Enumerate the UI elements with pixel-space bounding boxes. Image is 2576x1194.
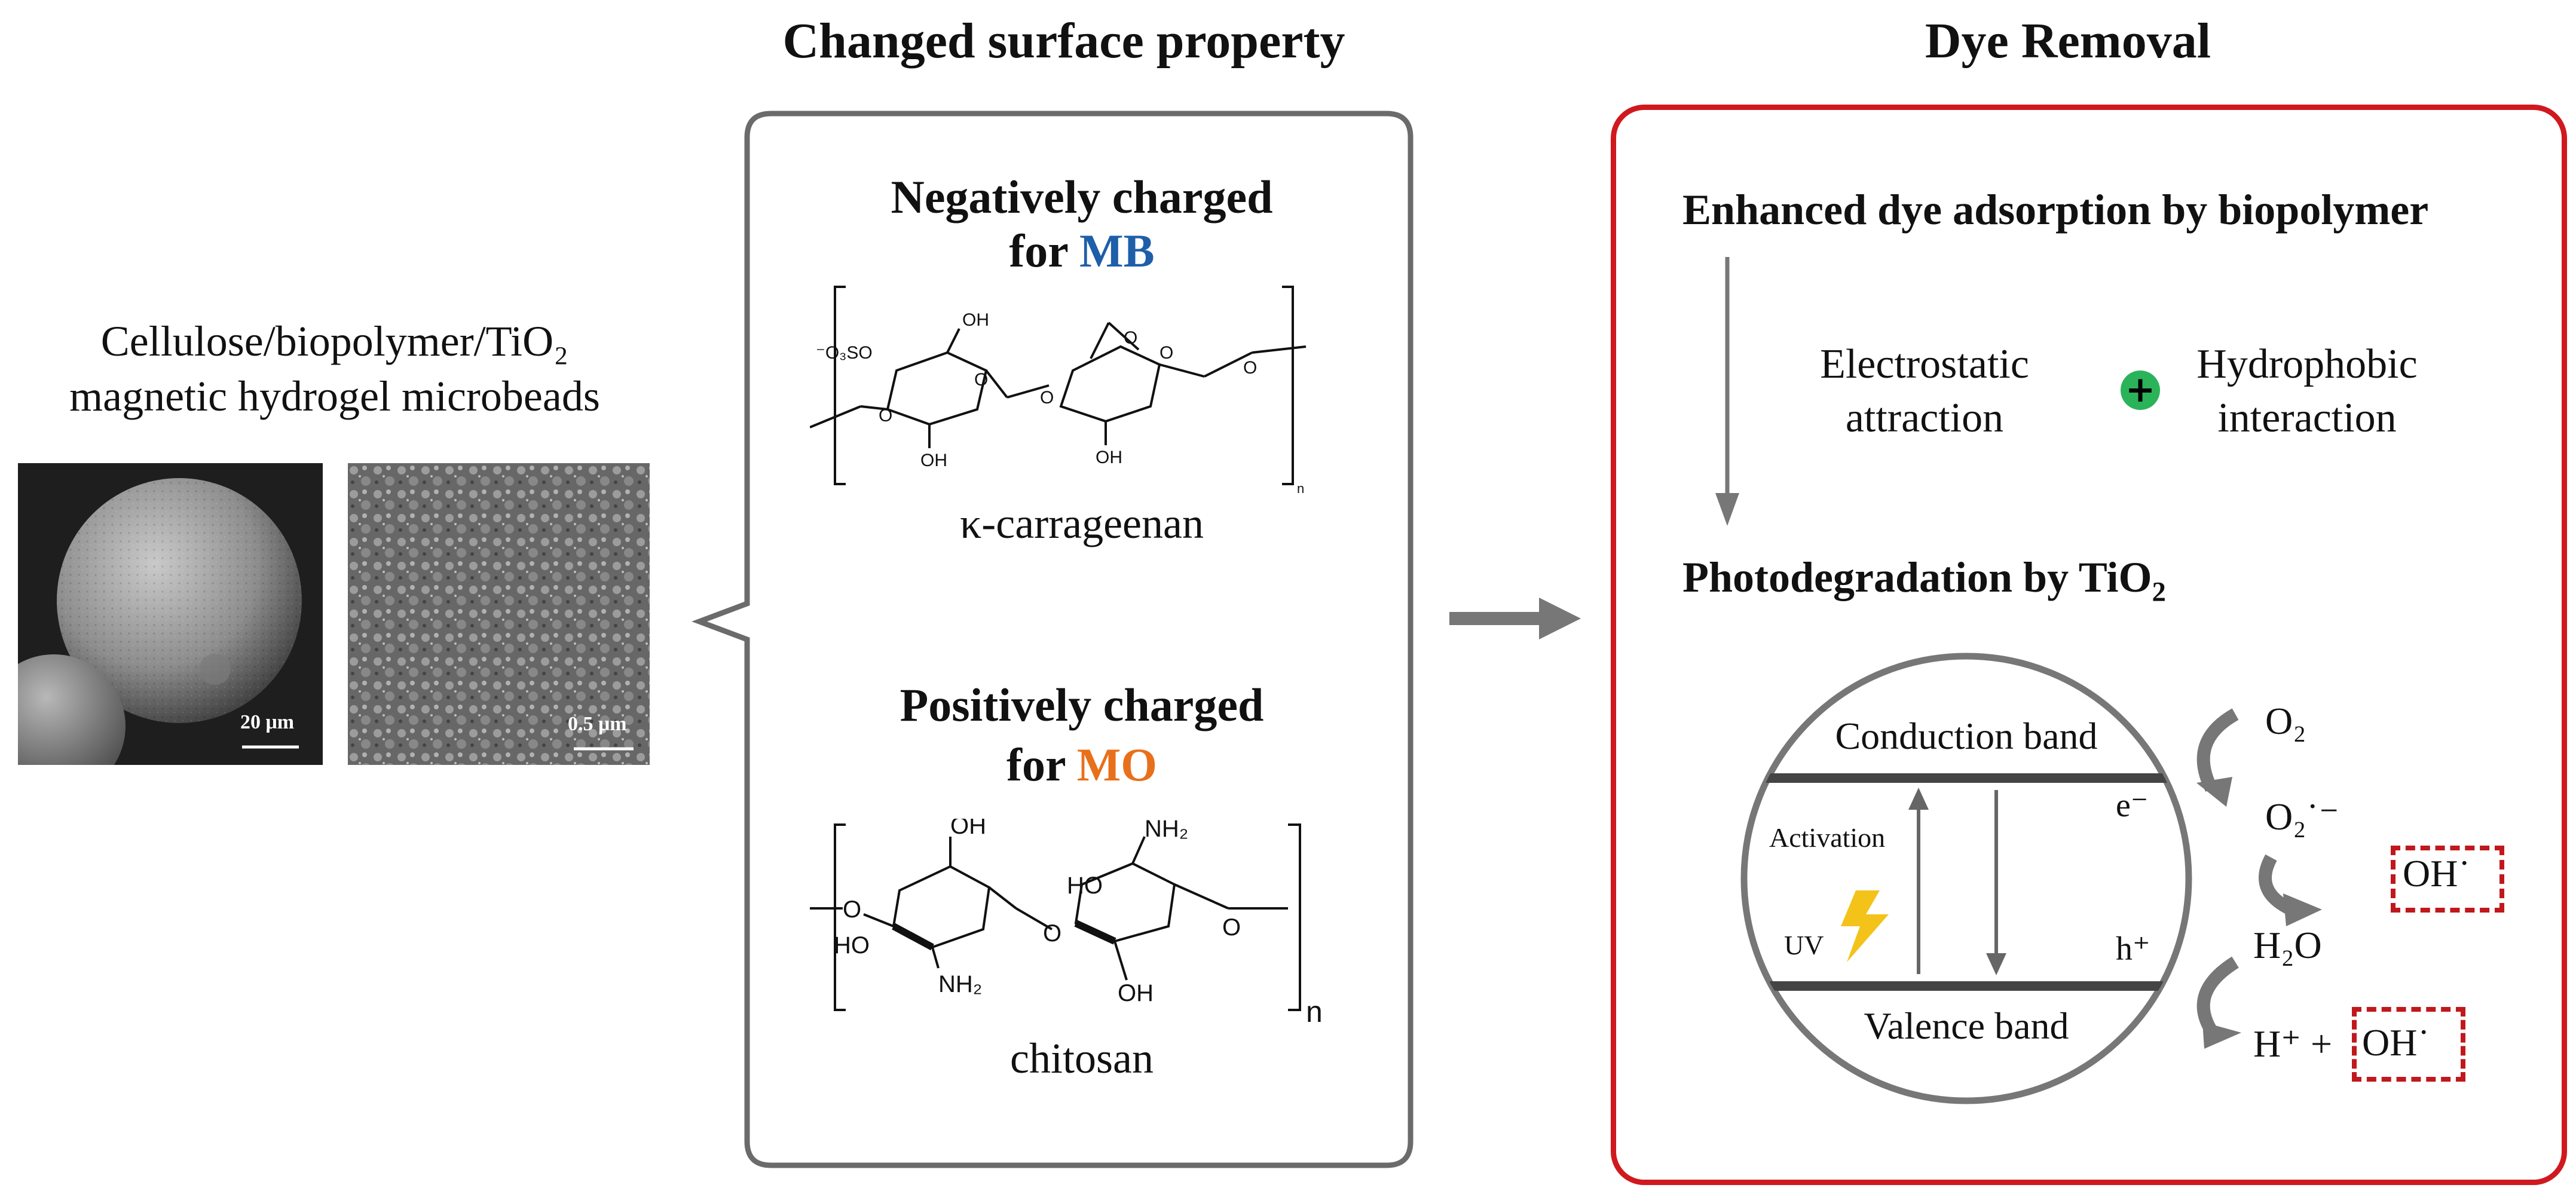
activation-label: Activation <box>1769 822 1886 853</box>
chit-atom-4: NH₂ <box>938 971 982 997</box>
carr-repeat-n: n <box>1297 481 1304 496</box>
chit-atom-6: HO <box>1067 872 1103 899</box>
chitosan-label: chitosan <box>1010 1034 1154 1082</box>
negative-charge-line1: Negatively charged <box>891 171 1273 223</box>
oh-radical-label-1: OH˙ <box>2403 852 2471 895</box>
uv-label: UV <box>1784 930 1824 960</box>
hole-label: h⁺ <box>2116 930 2150 968</box>
carr-atom-8: OH <box>920 451 947 470</box>
positive-charge-line2: for MO <box>1006 739 1157 791</box>
electrostatic-line1: Electrostatic <box>1820 341 2029 387</box>
scale-label-1: 20 μm <box>240 711 295 733</box>
carrageenan-structure: ⁻O₃SO OH O O O O O OH OH O n <box>810 286 1307 496</box>
superoxide-label: O₂˙⁻ <box>2265 795 2339 838</box>
chit-atom-7: NH₂ <box>1145 819 1188 842</box>
chit-atom-2: O <box>843 896 861 923</box>
mb-label: MB <box>1079 225 1155 277</box>
water-label: H₂O <box>2253 924 2322 966</box>
chit-atom-8: O <box>1222 914 1241 941</box>
chit-atom-1: OH <box>950 819 986 839</box>
band-diagram <box>1740 653 2192 1104</box>
carr-atom-10: O <box>1243 358 1257 378</box>
oh-radical-label-2: OH˙ <box>2362 1021 2430 1064</box>
negative-charge-line2: for MB <box>1009 225 1155 277</box>
changed-surface-title: Changed surface property <box>782 13 1345 69</box>
chit-repeat-n: n <box>1306 995 1323 1028</box>
plus-icon: + <box>2121 371 2160 410</box>
carr-atom-3: O <box>879 406 892 425</box>
electrostatic-line2: attraction <box>1845 395 2004 441</box>
oh-radical-box-2 <box>2352 1007 2465 1082</box>
carr-atom-9: OH <box>1096 448 1122 467</box>
carr-atom-1: ⁻O₃SO <box>816 343 873 363</box>
callout-box <box>692 111 1414 1168</box>
oh-radical-box-1 <box>2391 846 2504 913</box>
dye-removal-title: Dye Removal <box>1925 13 2211 69</box>
sem-image-surface: 0.5 μm <box>348 463 650 765</box>
photodegradation-heading: Photodegradation by TiO2 <box>1682 553 2166 608</box>
carr-atom-6: O <box>1124 328 1137 348</box>
down-arrow <box>1715 257 1739 526</box>
hydrophobic-line1: Hydrophobic <box>2196 341 2418 387</box>
chit-atom-9: OH <box>1118 980 1154 1006</box>
carr-atom-7: O <box>1159 343 1173 363</box>
carr-atom-5: O <box>1040 388 1054 408</box>
material-name-line1: Cellulose/biopolymer/TiO₂ <box>100 317 569 365</box>
chitosan-structure: OH O HO NH₂ O HO NH₂ O OH n <box>810 819 1323 1028</box>
carrageenan-label: κ-carrageenan <box>960 500 1204 547</box>
valence-band-label: Valence band <box>1864 1005 2069 1047</box>
chit-atom-5: O <box>1043 920 1061 947</box>
chit-atom-3: HO <box>834 932 870 959</box>
scale-label-2: 0.5 μm <box>568 713 627 735</box>
hydrophobic-line2: interaction <box>2217 395 2397 441</box>
enhanced-adsorption-heading: Enhanced dye adsorption by biopolymer <box>1682 186 2429 234</box>
uv-lightning-icon <box>1841 890 1889 962</box>
o2-label: O₂ <box>2265 700 2306 742</box>
carr-atom-2: OH <box>962 310 989 330</box>
dye-removal-frame <box>1611 105 2567 1185</box>
reaction-arrows <box>2196 708 2322 1049</box>
material-name-line2: magnetic hydrogel microbeads <box>69 372 600 420</box>
process-arrow <box>1449 598 1581 639</box>
carr-atom-4: O <box>974 370 988 390</box>
mo-label: MO <box>1076 739 1157 791</box>
positive-charge-line1: Positively charged <box>900 679 1264 731</box>
conduction-band-label: Conduction band <box>1835 715 2098 757</box>
proton-label: H⁺ + <box>2253 1022 2333 1065</box>
sem-image-microbead: 20 μm <box>18 463 323 765</box>
electron-label: e⁻ <box>2116 787 2149 824</box>
